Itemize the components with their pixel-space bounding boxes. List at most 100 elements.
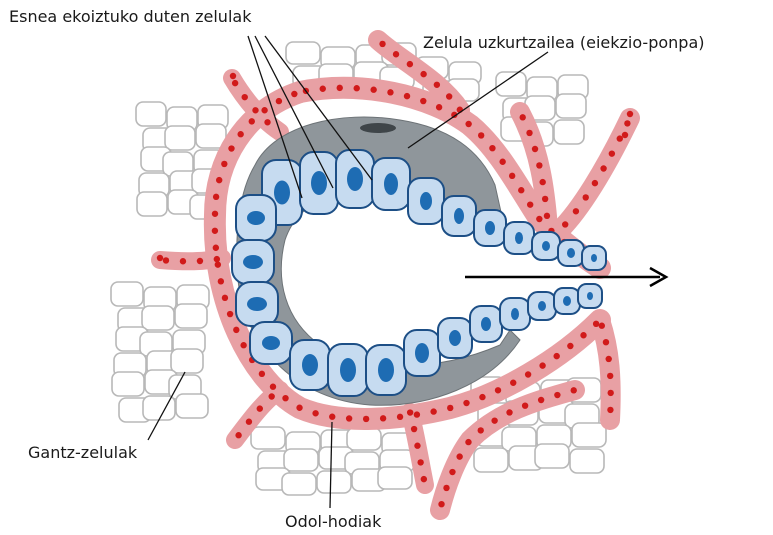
blood-cell-dot — [329, 414, 335, 420]
blood-cell-dot — [414, 443, 420, 449]
blood-cell-dot — [622, 132, 628, 138]
blood-cell-dot — [257, 405, 263, 411]
blood-cell-dot — [411, 426, 417, 432]
blood-cell-dot — [363, 416, 369, 422]
fat-cell — [554, 120, 584, 144]
blood-cell-dot — [478, 132, 484, 138]
cell-nucleus — [311, 171, 327, 195]
fat-cell — [251, 427, 285, 449]
blood-cell-dot — [212, 228, 218, 234]
blood-cell-dot — [379, 41, 385, 47]
blood-cell-dot — [312, 410, 318, 416]
blood-cell-dot — [387, 89, 393, 95]
cell-nucleus — [247, 297, 267, 311]
blood-cell-dot — [414, 411, 420, 417]
blood-cell-dot — [520, 114, 526, 120]
cell-nucleus — [274, 181, 290, 205]
blood-cell-dot — [567, 343, 573, 349]
blood-cell-dot — [346, 415, 352, 421]
blood-cell-dot — [499, 159, 505, 165]
cell-nucleus — [538, 301, 546, 311]
fat-cell — [137, 192, 167, 216]
blood-cell-dot — [536, 216, 542, 222]
blood-cell-dot — [240, 342, 246, 348]
blood-cell-dot — [213, 245, 219, 251]
blood-cell-dot — [163, 257, 169, 263]
blood-cell-dot — [404, 93, 410, 99]
blood-cell-dot — [607, 390, 613, 396]
blood-cell-dot — [506, 409, 512, 415]
fat-cell — [284, 449, 318, 471]
blood-cell-dot — [465, 121, 471, 127]
fat-cell — [570, 449, 604, 473]
blood-cell-dot — [609, 150, 615, 156]
cell-nucleus — [384, 173, 398, 195]
cell-nucleus — [262, 336, 280, 350]
blood-cell-dot — [593, 321, 599, 327]
fat-cell — [176, 394, 208, 418]
label-blood-vessels: Odol-hodiak — [285, 512, 382, 531]
cell-nucleus — [563, 296, 571, 306]
blood-cell-dot — [242, 94, 248, 100]
blood-cell-dot — [447, 405, 453, 411]
blood-cell-dot — [607, 407, 613, 413]
blood-cell-dot — [221, 161, 227, 167]
fat-cell — [165, 126, 195, 150]
blood-cell-dot — [180, 258, 186, 264]
fat-cell — [347, 428, 381, 450]
blood-cell-dot — [420, 98, 426, 104]
blood-cell-dot — [216, 177, 222, 183]
blood-cell-dot — [214, 256, 220, 262]
blood-cell-dot — [562, 221, 568, 227]
blood-cell-dot — [456, 453, 462, 459]
blood-cell-dot — [434, 82, 440, 88]
blood-cell-dot — [212, 211, 218, 217]
cell-nucleus — [587, 292, 593, 300]
blood-cell-dot — [237, 131, 243, 137]
blood-cell-dot — [478, 427, 484, 433]
cell-nucleus — [415, 343, 429, 363]
blood-cell-dot — [539, 362, 545, 368]
blood-cell-dot — [232, 80, 238, 86]
blood-cell-dot — [227, 311, 233, 317]
blood-cell-dot — [527, 201, 533, 207]
blood-cell-dot — [599, 323, 605, 329]
blood-cell-dot — [624, 120, 630, 126]
blood-cell-dot — [518, 187, 524, 193]
fat-cell — [474, 448, 508, 472]
blood-cell-dot — [446, 93, 452, 99]
myoepithelial-nucleus — [360, 123, 396, 133]
fat-cell — [535, 444, 569, 468]
blood-cell-dot — [417, 459, 423, 465]
blood-cell-dot — [491, 417, 497, 423]
cell-nucleus — [378, 358, 394, 382]
blood-cell-dot — [479, 394, 485, 400]
blood-cell-dot — [571, 387, 577, 393]
blood-cell-dot — [270, 384, 276, 390]
blood-cell-dot — [235, 432, 241, 438]
blood-cell-dot — [354, 85, 360, 91]
blood-cell-dot — [157, 255, 163, 261]
blood-cell-dot — [296, 405, 302, 411]
blood-cell-dot — [542, 196, 548, 202]
blood-cell-dot — [525, 371, 531, 377]
blood-cell-dot — [421, 476, 427, 482]
blood-cell-dot — [261, 107, 267, 113]
blood-cell-dot — [436, 104, 442, 110]
blood-cell-dot — [407, 409, 413, 415]
blood-cell-dot — [538, 397, 544, 403]
blood-cell-dot — [583, 194, 589, 200]
blood-cell-dot — [592, 180, 598, 186]
blood-cell-dot — [197, 258, 203, 264]
cell-nucleus — [515, 232, 523, 244]
blood-cell-dot — [268, 393, 274, 399]
blood-cell-dot — [617, 135, 623, 141]
cell-nucleus — [454, 208, 464, 224]
blood-cell-dot — [291, 91, 297, 97]
blood-cell-dot — [264, 119, 270, 125]
blood-cell-dot — [600, 165, 606, 171]
blood-cell-dot — [536, 162, 542, 168]
fat-cell — [136, 102, 166, 126]
vessel-branch-lower-right — [600, 320, 611, 420]
